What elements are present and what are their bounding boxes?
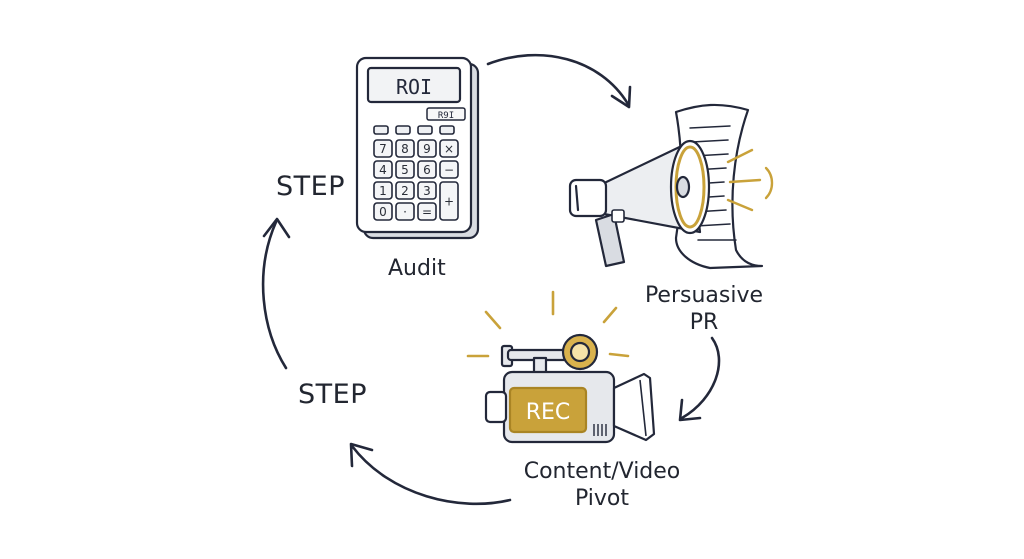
calculator-key	[373, 202, 393, 221]
calculator-key-label: 0	[379, 205, 387, 219]
calculator-key-label: =	[422, 205, 432, 219]
content-video-pivot-label: Content/Video Pivot	[518, 458, 686, 512]
calculator-key	[395, 160, 415, 179]
calculator-key	[439, 139, 459, 158]
calculator-key-label: 2	[401, 184, 409, 198]
arrow-pr-to-video	[678, 336, 721, 422]
calculator-key	[395, 181, 415, 200]
arrow-video-to-step	[349, 442, 512, 506]
calculator-key	[395, 139, 415, 158]
content-video-line-2: Pivot	[574, 486, 629, 511]
camera-vent-lines	[593, 424, 607, 436]
calculator-screen-text: ROI	[396, 75, 432, 99]
camera-light-rays	[466, 290, 630, 358]
calculator-key-label: −	[444, 163, 454, 177]
calculator-key-label: +	[444, 195, 454, 209]
calculator-key-label: 6	[423, 163, 431, 177]
step-label-upper: STEP	[276, 171, 345, 202]
step-label-lower: STEP	[298, 379, 367, 410]
calculator-key	[395, 202, 415, 221]
rec-badge-text: REC	[526, 400, 571, 425]
calculator-key-label: ·	[403, 205, 407, 219]
calculator-key-label: ×	[444, 142, 454, 156]
content-video-line-1: Content/Video	[523, 459, 681, 484]
persuasive-pr-line-2: PR	[689, 310, 719, 335]
calculator-key	[417, 139, 437, 158]
calculator-key	[417, 160, 437, 179]
calculator-key	[417, 181, 437, 200]
calculator-key	[417, 202, 437, 221]
calculator-mini-screen-text: R9I	[438, 111, 454, 121]
calculator-key	[439, 181, 459, 221]
persuasive-pr-line-1: Persuasive	[644, 283, 764, 308]
calculator-key	[373, 181, 393, 200]
calculator-key-label: 1	[379, 184, 387, 198]
calculator-key-label: 9	[423, 142, 431, 156]
arrow-audit-to-pr	[486, 53, 632, 109]
calculator-key	[373, 139, 393, 158]
calculator-key-label: 4	[379, 163, 387, 177]
persuasive-pr-label: Persuasive PR	[634, 282, 774, 336]
calculator-key-label: 5	[401, 163, 409, 177]
audit-label: Audit	[388, 256, 446, 281]
calculator-key-label: 7	[379, 142, 387, 156]
arrow-step-to-audit	[261, 217, 291, 370]
calculator-key-label: 8	[401, 142, 409, 156]
calculator-key-label: 3	[423, 184, 431, 198]
calculator-key	[439, 160, 459, 179]
calculator-key	[373, 160, 393, 179]
